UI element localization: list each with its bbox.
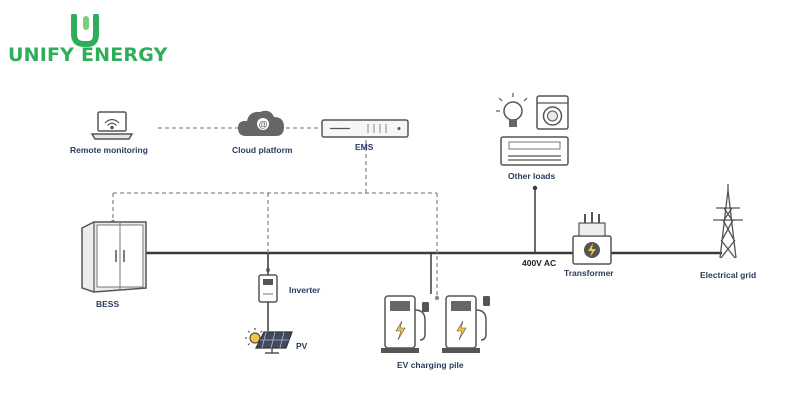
pv-label: PV <box>296 341 308 351</box>
air-conditioner-icon <box>500 136 569 166</box>
transformer-label: Transformer <box>564 268 614 278</box>
cloud-icon: @ <box>238 110 284 136</box>
brand-name: UNIFY ENERGY <box>8 44 168 66</box>
logo-mark-icon <box>71 14 99 47</box>
electrical-grid-label: Electrical grid <box>700 270 757 280</box>
other-loads-label: Other loads <box>508 171 556 181</box>
inverter-icon <box>258 274 278 303</box>
unify-energy-logo <box>6 10 166 70</box>
svg-text:@: @ <box>259 120 268 130</box>
ev-charger-icon <box>442 295 490 353</box>
cloud-platform-label: Cloud platform <box>232 145 293 155</box>
solar-panel-icon <box>255 331 293 354</box>
ems-unit-icon <box>321 119 409 138</box>
ev-charger-icon <box>381 295 429 353</box>
laptop-icon <box>90 111 134 140</box>
voltage-label: 400V AC <box>522 258 557 268</box>
sun-icon <box>245 328 263 346</box>
bess-label: BESS <box>96 299 120 309</box>
washing-machine-icon <box>536 95 569 130</box>
remote-monitoring-label: Remote monitoring <box>70 145 148 155</box>
ems-label: EMS <box>355 142 374 152</box>
transformer-icon <box>572 212 612 265</box>
light-bulb-icon <box>496 93 528 127</box>
ev-charging-pile-label: EV charging pile <box>397 360 464 370</box>
inverter-label: Inverter <box>289 285 321 295</box>
transmission-tower-icon <box>713 184 743 259</box>
bess-cabinet-icon <box>81 221 147 293</box>
